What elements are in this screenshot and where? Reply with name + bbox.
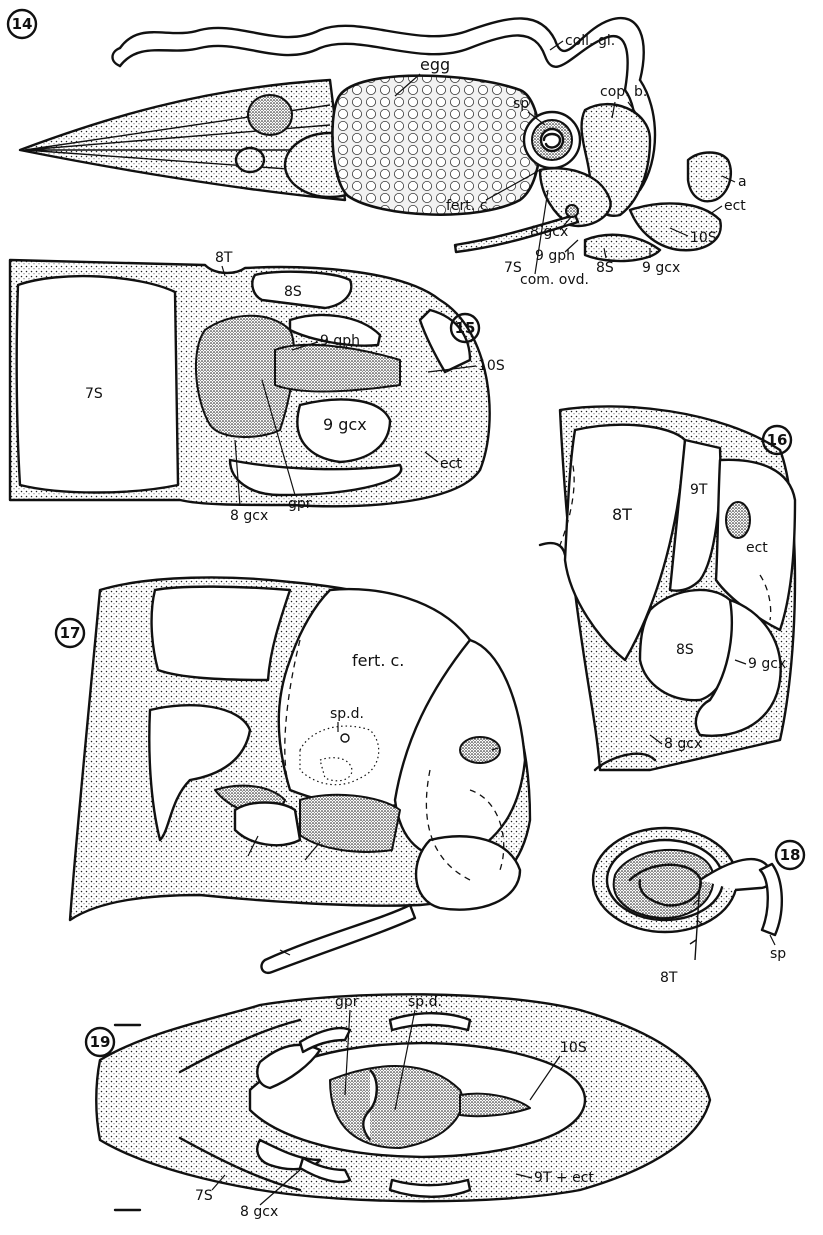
figure-label: 17 (60, 624, 81, 642)
figure-label: 16 (767, 431, 788, 449)
figure-label: 7S (85, 386, 103, 402)
figure-label: ect (440, 456, 462, 472)
figure-label: 8T (660, 970, 678, 986)
figure-label: 8T (215, 250, 233, 266)
figure-label: 7S (195, 1188, 213, 1204)
figure-label: 9 gcx (748, 656, 786, 672)
figure-label: 10S (478, 358, 505, 374)
figure-label: coll. gl. (565, 33, 615, 49)
figure-label: sp (513, 96, 529, 112)
figure-label: 9T + ect (534, 1170, 594, 1186)
figure-label: sp.d. (408, 994, 442, 1010)
figure-label: cop. b. (600, 84, 647, 100)
figure-label: sp (770, 946, 786, 962)
figure-label: 8S (596, 260, 614, 276)
figure-label: 8T (612, 505, 632, 524)
figure-18: 17 fert. c. sp.d. (56, 577, 530, 972)
figure-15: 15 8T 8S 9 gph 10S 7S 9 gcx ect 8 gcx gp… (10, 250, 505, 524)
figure-label: 8 gcx (230, 508, 268, 524)
egg (332, 76, 539, 215)
figure-label: 18 (780, 846, 801, 864)
figure-label: 10S (560, 1040, 587, 1056)
figure-label: 8S (284, 284, 302, 300)
figure-label: sp.d. (330, 706, 364, 722)
figure-label: 14 (12, 15, 33, 33)
figure-label: a (738, 174, 747, 190)
figure-label: fert. c. (352, 651, 404, 670)
figure-label: ect (746, 540, 768, 556)
figure-label: 8S (676, 642, 694, 658)
7S-plate (17, 276, 178, 492)
figure-label: 9T (690, 482, 708, 498)
figure-19: 19 gpr sp.d. 10S 9T + ect 7S 8 gcx (86, 994, 710, 1220)
figure-16: 16 8T 9T ect 8S 9 gcx 8 gcx (540, 406, 795, 770)
figure-14: 14 coll. gl. cop. b (8, 10, 747, 288)
figure-label: fert. c. (446, 198, 492, 214)
figure-label: gpr (335, 994, 359, 1010)
figure-number-18: 17 (56, 619, 84, 647)
figure-label: 9 gph (320, 333, 360, 349)
figure-label: 9 gcx (323, 415, 367, 434)
figure-label: egg (420, 55, 450, 74)
figure-label: com. ovd. (520, 272, 589, 288)
figure-label: 9 gcx (642, 260, 680, 276)
hypandrial-rod (261, 905, 415, 973)
figure-number-14: 14 (8, 10, 36, 38)
figure-label: ect (724, 198, 746, 214)
figure-label: 8 gcx (240, 1204, 278, 1220)
figure-label: 8 gcx (664, 736, 702, 752)
figure-label: 15 (455, 319, 476, 337)
figure-number-17: 18 (776, 841, 804, 869)
figure-number-19: 19 (86, 1028, 114, 1056)
figure-label: 10S (690, 230, 717, 246)
figure-17: 18 8T sp (593, 828, 804, 986)
spermatheca-coil (524, 112, 580, 168)
figure-label: 19 (90, 1033, 111, 1051)
figure-label: gpr (288, 496, 312, 512)
figure-label: 9 gph (535, 248, 575, 264)
